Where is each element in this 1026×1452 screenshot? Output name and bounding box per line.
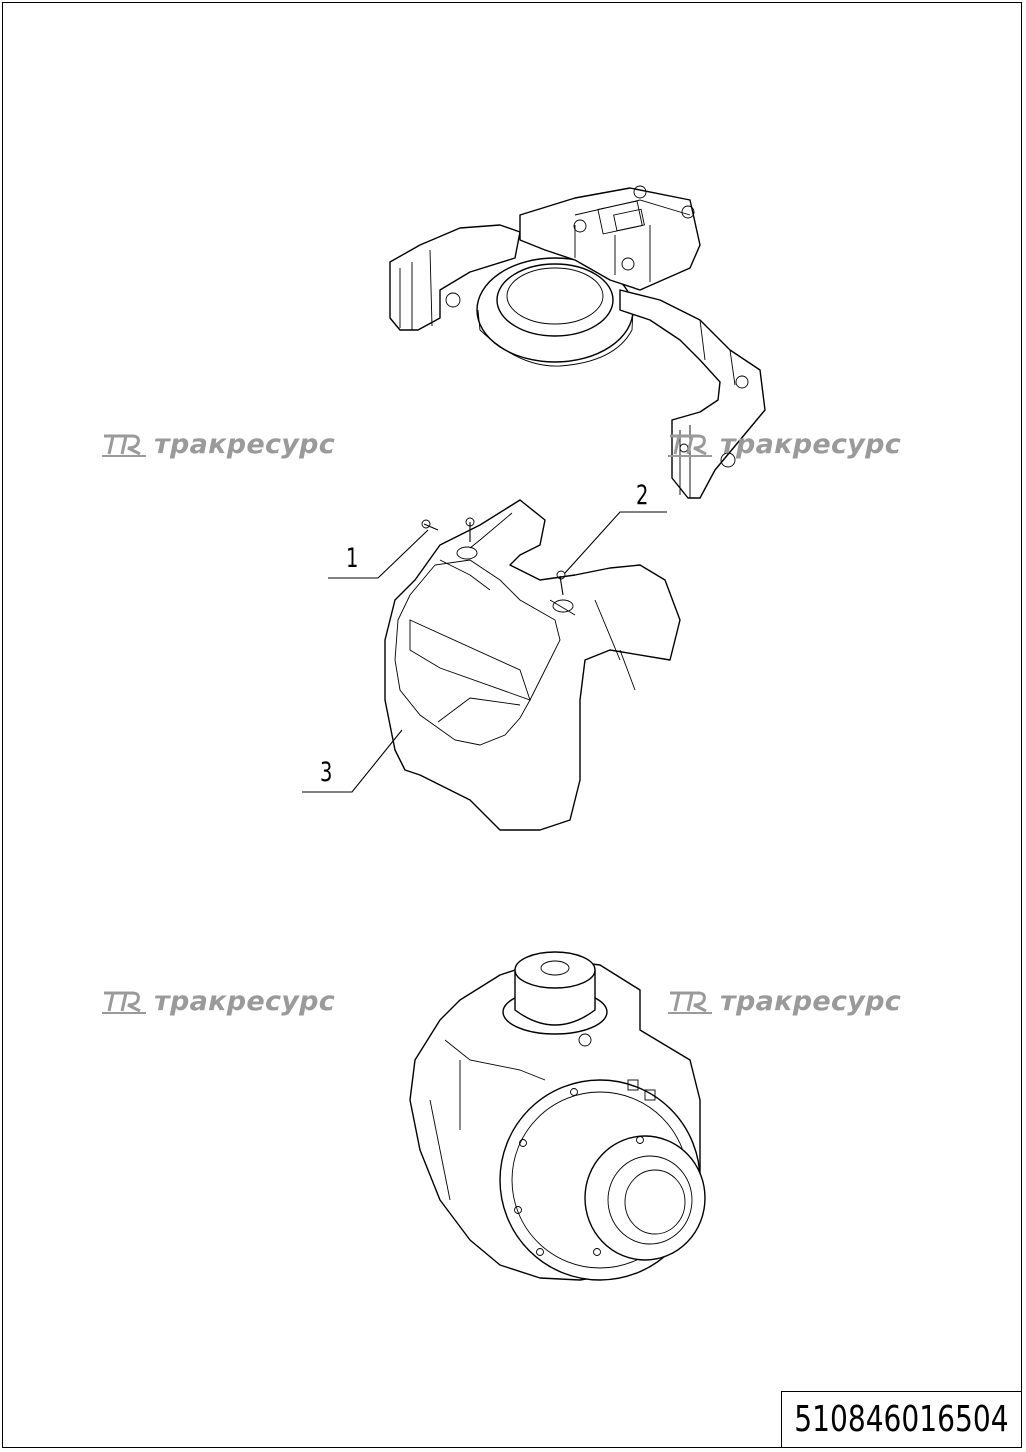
tr-logo-icon [102, 991, 146, 1014]
drawing-number: 510846016504 [794, 1399, 1009, 1440]
watermark: тракресурс [102, 429, 335, 460]
watermark-text: тракресурс [720, 429, 902, 460]
watermark-text: тракресурс [720, 986, 902, 1017]
watermark: тракресурс [102, 986, 335, 1017]
callout-3: 3 [320, 757, 333, 788]
callout-1: 1 [346, 543, 359, 574]
leader-line-1 [328, 529, 429, 579]
cover-part [302, 499, 681, 831]
tr-logo-icon [668, 991, 712, 1014]
tr-logo-icon [102, 434, 146, 457]
leader-line-2 [564, 511, 667, 574]
leader-line-3 [302, 729, 403, 793]
tr-logo-icon [668, 434, 712, 457]
wheel-motor-part [409, 951, 706, 1281]
watermark: тракресурс [668, 429, 901, 460]
drawing-number-box: 510846016504 [781, 1391, 1022, 1448]
frame-bracket-part [389, 185, 766, 499]
callout-2: 2 [636, 480, 649, 511]
watermark-text: тракресурс [154, 429, 336, 460]
watermark-text: тракресурс [154, 986, 336, 1017]
watermark: тракресурс [668, 986, 901, 1017]
